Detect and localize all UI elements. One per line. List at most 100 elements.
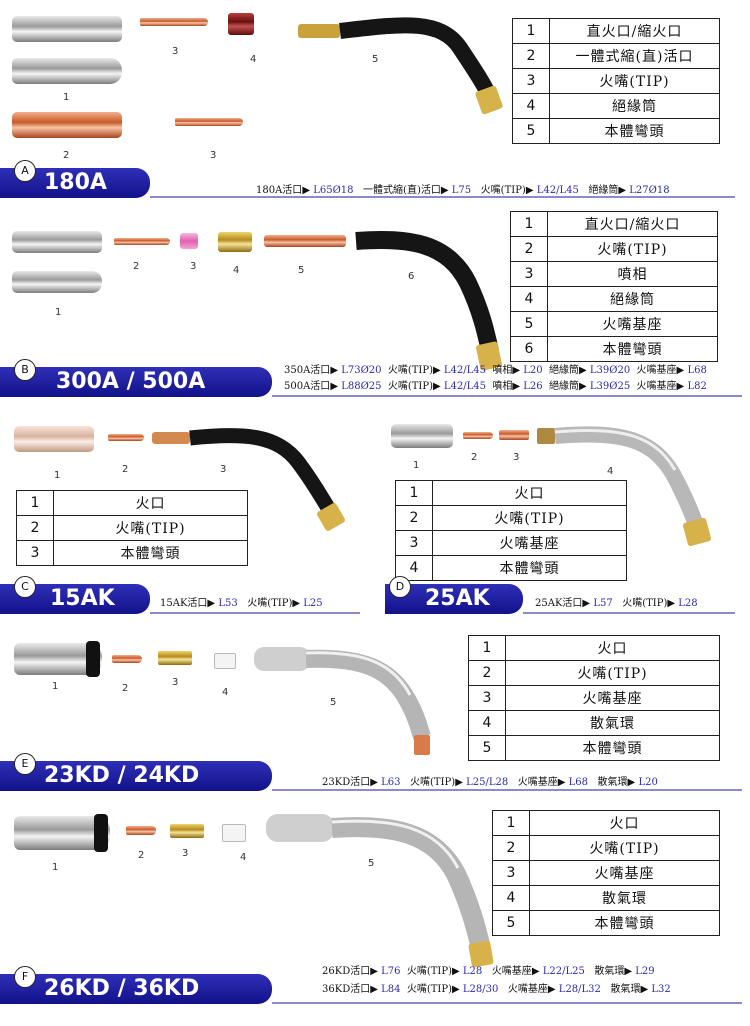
part-number: 1 bbox=[52, 862, 59, 873]
arrow-right-icon: ▶ bbox=[667, 598, 676, 609]
arrow-right-icon: ▶ bbox=[627, 777, 636, 788]
arrow-right-icon: ▶ bbox=[624, 966, 633, 977]
section-letter-badge: A bbox=[14, 160, 36, 182]
section-title: 180A bbox=[44, 170, 107, 195]
taper-nozzle-image bbox=[12, 58, 122, 84]
table-cell: 絕緣筒 bbox=[549, 93, 720, 119]
tip-image bbox=[463, 432, 493, 439]
arrow-right-icon: ▶ bbox=[512, 381, 521, 392]
section-title: 15AK bbox=[50, 586, 115, 611]
table-cell: 一體式縮(直)活口 bbox=[549, 43, 720, 69]
section-letter-badge: B bbox=[14, 359, 36, 381]
part-number: 4 bbox=[250, 54, 257, 65]
table-cell: 本體彎頭 bbox=[53, 540, 248, 566]
spec-line: 26KD活口▶ L76 火嘴(TIP)▶ L28 火嘴基座▶ L22/L25 散… bbox=[322, 966, 655, 977]
spec-line: 180A活口▶ L65Ø18 一體式縮(直)活口▶ L75 火嘴(TIP)▶ L… bbox=[256, 185, 670, 196]
table-cell: 火嘴(TIP) bbox=[547, 236, 718, 262]
arrow-right-icon: ▶ bbox=[579, 365, 587, 376]
arrow-right-icon: ▶ bbox=[676, 365, 685, 376]
spec-line: 15AK活口▶ L53 火嘴(TIP)▶ L25 bbox=[160, 598, 323, 609]
arrow-right-icon: ▶ bbox=[433, 365, 441, 376]
gooseneck-image bbox=[266, 814, 494, 968]
tip-image bbox=[140, 18, 208, 26]
table-cell: 火嘴基座 bbox=[432, 530, 627, 556]
divider-line bbox=[272, 395, 742, 397]
section-letter-badge: F bbox=[14, 966, 36, 988]
gooseneck-image bbox=[152, 428, 345, 531]
arrow-right-icon: ▶ bbox=[455, 777, 463, 788]
nozzle-ring-image bbox=[94, 814, 108, 852]
part-number: 5 bbox=[330, 697, 337, 708]
table-cell: 本體彎頭 bbox=[505, 735, 720, 761]
table-cell: 火嘴(TIP) bbox=[529, 835, 720, 861]
part-number: 1 bbox=[54, 470, 61, 481]
table-cell: 火嘴(TIP) bbox=[549, 68, 720, 94]
table-cell: 火口 bbox=[53, 490, 248, 516]
arrow-right-icon: ▶ bbox=[557, 777, 566, 788]
arrow-right-icon: ▶ bbox=[452, 984, 460, 995]
arrow-right-icon: ▶ bbox=[579, 381, 587, 392]
part-number: 1 bbox=[52, 681, 59, 692]
section-title: 300A / 500A bbox=[56, 369, 206, 394]
section-letter-badge: C bbox=[14, 576, 36, 598]
table-cell: 火口 bbox=[432, 480, 627, 506]
section-banner: B 300A / 500A bbox=[0, 359, 272, 397]
part-number: 3 bbox=[190, 261, 197, 272]
part-number: 4 bbox=[222, 687, 229, 698]
tip-holder-image bbox=[499, 430, 529, 440]
divider-line bbox=[272, 789, 742, 791]
taper-nozzle-image bbox=[12, 271, 102, 293]
part-number: 3 bbox=[513, 452, 520, 463]
arrow-right-icon: ▶ bbox=[531, 966, 540, 977]
part-number: 4 bbox=[233, 265, 240, 276]
section-title: 26KD / 36KD bbox=[44, 976, 200, 1001]
part-number: 2 bbox=[133, 261, 140, 272]
section-banner: E 23KD / 24KD bbox=[0, 753, 272, 791]
section-banner: A 180A bbox=[0, 160, 150, 198]
part-number: 1 bbox=[63, 92, 70, 103]
section-letter-badge: E bbox=[14, 753, 36, 775]
table-cell: 散氣環 bbox=[505, 710, 720, 736]
part-number: 2 bbox=[471, 452, 478, 463]
table-cell: 絕緣筒 bbox=[547, 286, 718, 312]
arrow-right-icon: ▶ bbox=[582, 598, 591, 609]
tip-image bbox=[175, 118, 243, 126]
table-cell: 火口 bbox=[505, 635, 720, 661]
table-cell: 本體彎頭 bbox=[547, 336, 718, 362]
spec-line: 25AK活口▶ L57 火嘴(TIP)▶ L28 bbox=[535, 598, 698, 609]
arrow-right-icon: ▶ bbox=[292, 598, 301, 609]
gooseneck-image bbox=[254, 647, 431, 755]
part-number: 5 bbox=[298, 265, 305, 276]
gooseneck-image bbox=[298, 17, 503, 115]
part-number: 3 bbox=[172, 677, 179, 688]
straight-nozzle-image bbox=[12, 16, 122, 42]
arrow-right-icon: ▶ bbox=[330, 381, 339, 392]
tip-image bbox=[114, 238, 170, 245]
arrow-right-icon: ▶ bbox=[433, 381, 441, 392]
nozzle-ring-image bbox=[86, 641, 100, 677]
part-number: 4 bbox=[607, 466, 614, 477]
spec-line: 350A活口▶ L73Ø20 火嘴(TIP)▶ L42/L45 噴相▶ L20 … bbox=[284, 365, 707, 376]
section-title: 23KD / 24KD bbox=[44, 763, 200, 788]
arrow-right-icon: ▶ bbox=[618, 185, 627, 196]
divider-line bbox=[272, 1002, 742, 1004]
insulator-image bbox=[228, 13, 254, 35]
table-cell: 火嘴(TIP) bbox=[432, 505, 627, 531]
arrow-right-icon: ▶ bbox=[370, 984, 378, 995]
part-number: 3 bbox=[210, 150, 217, 161]
table-cell: 本體彎頭 bbox=[432, 555, 627, 581]
section-letter-badge: D bbox=[389, 576, 411, 598]
part-number: 1 bbox=[413, 460, 420, 471]
table-cell: 火口 bbox=[529, 810, 720, 836]
part-number: 4 bbox=[240, 852, 247, 863]
arrow-right-icon: ▶ bbox=[330, 365, 339, 376]
